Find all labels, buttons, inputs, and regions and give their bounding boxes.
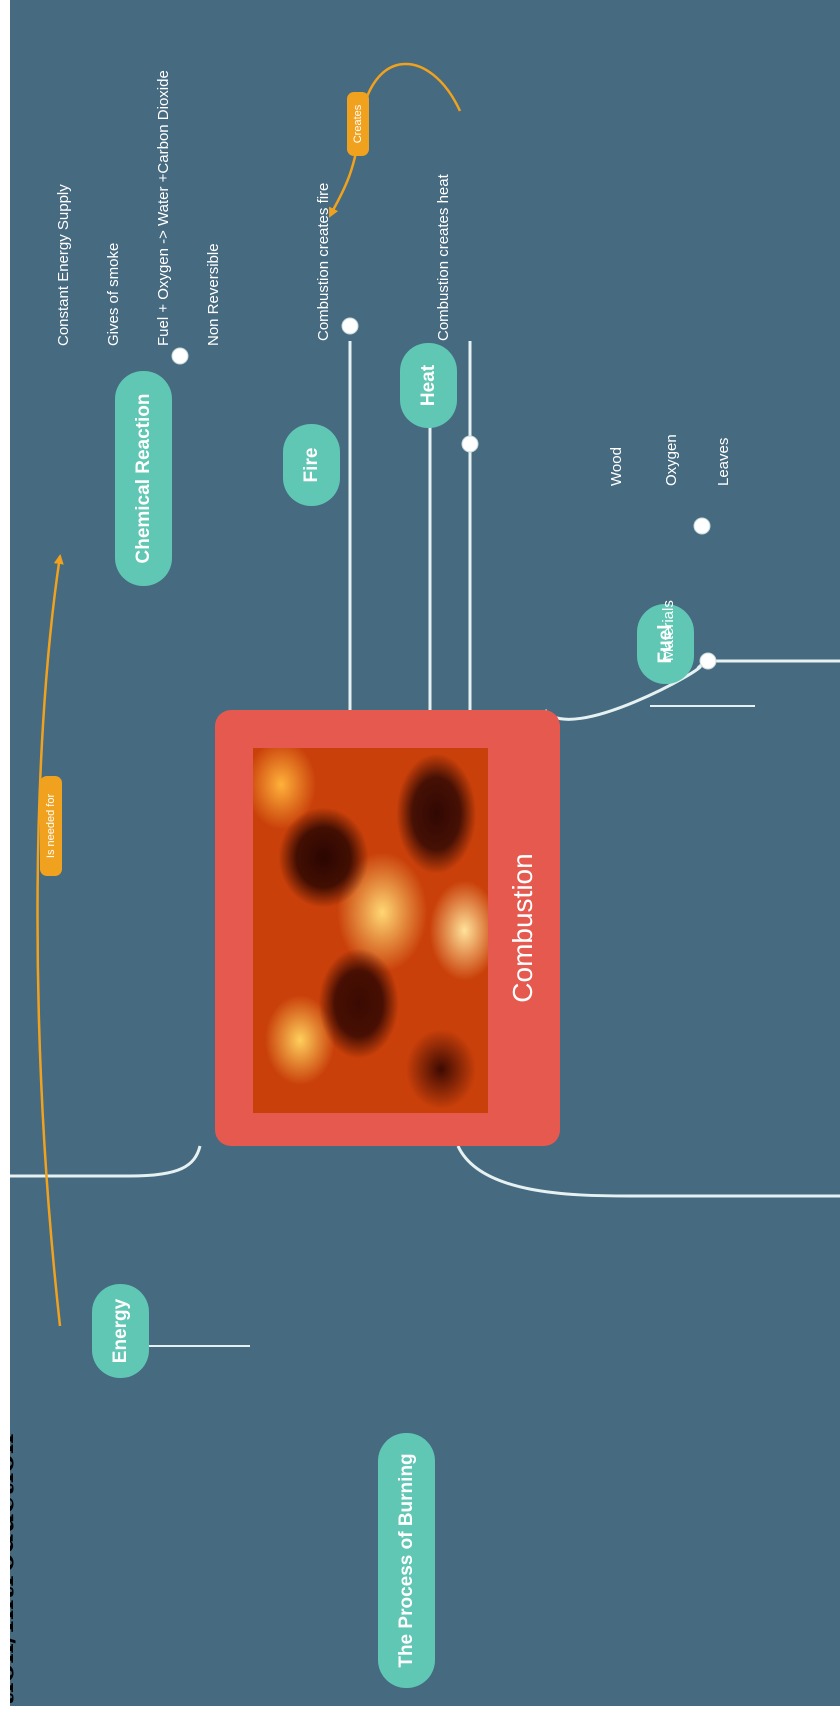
leaf-constant-energy-supply[interactable]: Constant Energy Supply: [55, 184, 72, 346]
leaf-gives-of-smoke[interactable]: Gives of smoke: [105, 242, 122, 346]
junction-dot-4: [693, 517, 711, 535]
mind-map-canvas: tion/Introduction Energy The Process of …: [10, 0, 840, 1706]
leaf-wood[interactable]: Wood: [608, 447, 625, 486]
topic-fire[interactable]: Fire: [283, 424, 340, 506]
leaf-leaves[interactable]: Leaves: [715, 437, 732, 486]
page-header: tion/Introduction: [10, 1433, 20, 1706]
topic-heat[interactable]: Heat: [400, 343, 457, 428]
relationship-arrow-is-needed-for: [36, 554, 64, 1327]
leaf-combustion-creates-heat[interactable]: Combustion creates heat: [435, 174, 452, 341]
central-topic[interactable]: Combustion: [215, 710, 560, 1146]
junction-dot-0: [171, 347, 189, 365]
leaf-fuel-oxygen-equation[interactable]: Fuel + Oxygen -> Water +Carbon Dioxide: [155, 70, 172, 346]
junction-dot-2: [461, 435, 479, 453]
topic-process-of-burning[interactable]: The Process of Burning: [378, 1433, 435, 1688]
leaf-oxygen[interactable]: Oxygen: [663, 434, 680, 486]
leaf-combustion-creates-fire[interactable]: Combustion creates fire: [315, 182, 332, 341]
connector-lines: [10, 62, 840, 1347]
fire-image: [253, 748, 488, 1113]
relationship-creates[interactable]: Creates: [347, 92, 369, 156]
leaf-materials[interactable]: Materials: [660, 600, 677, 661]
junction-dot-3: [699, 652, 717, 670]
central-topic-label: Combustion: [507, 853, 538, 1003]
topic-energy[interactable]: Energy: [92, 1284, 149, 1378]
junction-dot-1: [341, 317, 359, 335]
leaf-non-reversible[interactable]: Non Reversible: [205, 243, 222, 346]
branch-line-fuel: [543, 659, 840, 721]
branch-line-chemical-reaction: [10, 1145, 202, 1178]
relationship-is-needed-for[interactable]: Is needed for: [40, 776, 62, 876]
topic-chemical-reaction[interactable]: Chemical Reaction: [115, 371, 172, 586]
branch-line-energy: [456, 1145, 840, 1198]
